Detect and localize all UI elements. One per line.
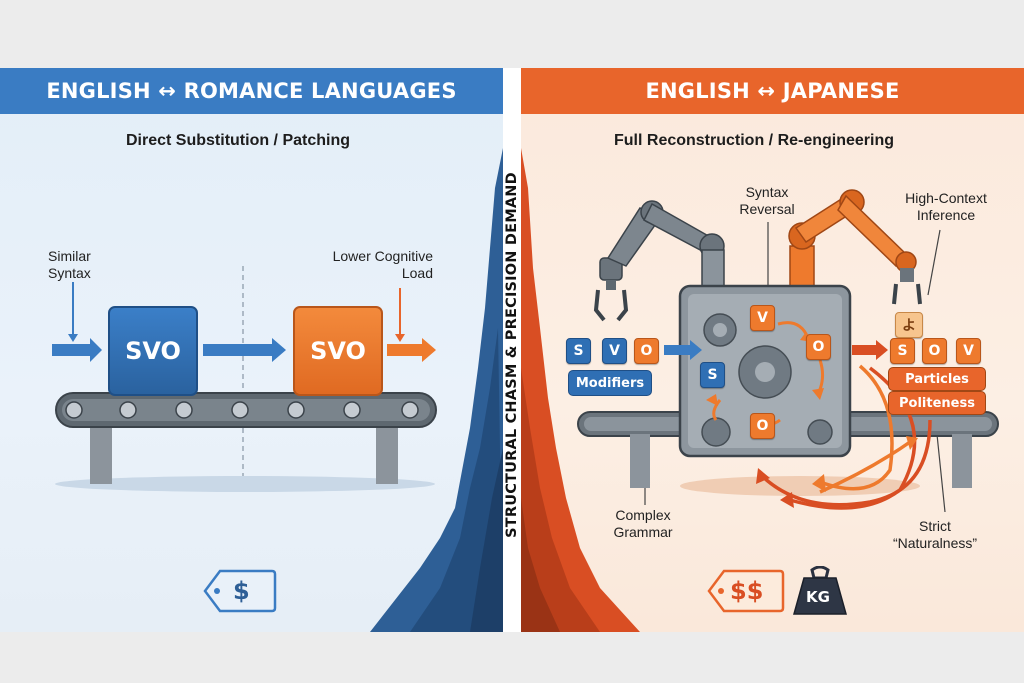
price-tag-icon-left [203, 569, 277, 613]
price-tag-icon-right [707, 569, 785, 613]
right-header: ENGLISH ↔ JAPANESE [521, 68, 1024, 114]
similar-syntax-line2: Syntax [48, 265, 91, 281]
machine-tile-o-bottom: O [750, 413, 775, 439]
high-context-line1: High-Context [905, 190, 987, 206]
lower-cognitive-line2: Load [401, 265, 433, 281]
politeness-pill: Politeness [888, 391, 986, 415]
machine-tile-v: V [750, 305, 775, 331]
chasm-graphic [370, 68, 640, 632]
svo-block-source: SVO [108, 306, 198, 396]
modifiers-pill: Modifiers [568, 370, 652, 396]
label-lower-cognitive-load: Lower Cognitive Load [318, 248, 433, 282]
complex-grammar-line1: Complex [615, 507, 671, 523]
label-high-context: High-Context Inference [898, 190, 994, 224]
arrow-out-right [852, 340, 888, 360]
strict-line2: “Naturalness” [892, 535, 978, 551]
left-subtitle: Direct Substitution / Patching [126, 132, 351, 149]
price-tag-left-text: $ [233, 577, 250, 605]
held-tile-yo: よ [895, 312, 923, 338]
lower-cognitive-line1: Lower Cognitive [332, 248, 433, 264]
label-strict-naturalness: Strict “Naturalness” [880, 518, 990, 552]
input-tile-s: S [566, 338, 591, 364]
weight-text: KG [806, 588, 830, 606]
label-syntax-reversal: Syntax Reversal [730, 184, 804, 218]
left-diagram-lines [52, 266, 437, 492]
svo-target-text: SVO [310, 337, 366, 365]
arrow-in-right [664, 340, 702, 360]
right-header-text: ENGLISH ↔ JAPANESE [645, 79, 900, 103]
left-robot-arm [593, 200, 725, 322]
left-header-text: ENGLISH ↔ ROMANCE LANGUAGES [46, 79, 457, 103]
arrow-middle-left [203, 338, 286, 362]
weight-icon [793, 566, 847, 615]
syntax-reversal-line2: Reversal [739, 201, 795, 217]
input-tile-v: V [602, 338, 627, 364]
arrow-out-left [387, 338, 436, 362]
particles-pill: Particles [888, 367, 986, 391]
machine-tile-o-top: O [806, 334, 831, 360]
right-subtitle: Full Reconstruction / Re-engineering [614, 132, 895, 149]
complex-grammar-line2: Grammar [613, 524, 673, 540]
left-header: ENGLISH ↔ ROMANCE LANGUAGES [0, 68, 503, 114]
syntax-reversal-line1: Syntax [745, 184, 789, 200]
machine-tile-s: S [700, 362, 725, 388]
svo-source-text: SVO [125, 337, 181, 365]
output-tile-o: O [922, 338, 947, 364]
svo-block-target: SVO [293, 306, 383, 396]
similar-syntax-line1: Similar [48, 248, 91, 264]
arrow-in-left [52, 338, 102, 362]
strict-line1: Strict [919, 518, 951, 534]
right-robot-arm [788, 189, 922, 305]
input-tile-o: O [634, 338, 659, 364]
output-tile-v: V [956, 338, 981, 364]
label-complex-grammar: Complex Grammar [608, 507, 678, 541]
output-tile-s: S [890, 338, 915, 364]
price-tag-right-text: $$ [730, 577, 764, 605]
high-context-line2: Inference [916, 207, 976, 223]
label-similar-syntax: Similar Syntax [48, 248, 91, 282]
